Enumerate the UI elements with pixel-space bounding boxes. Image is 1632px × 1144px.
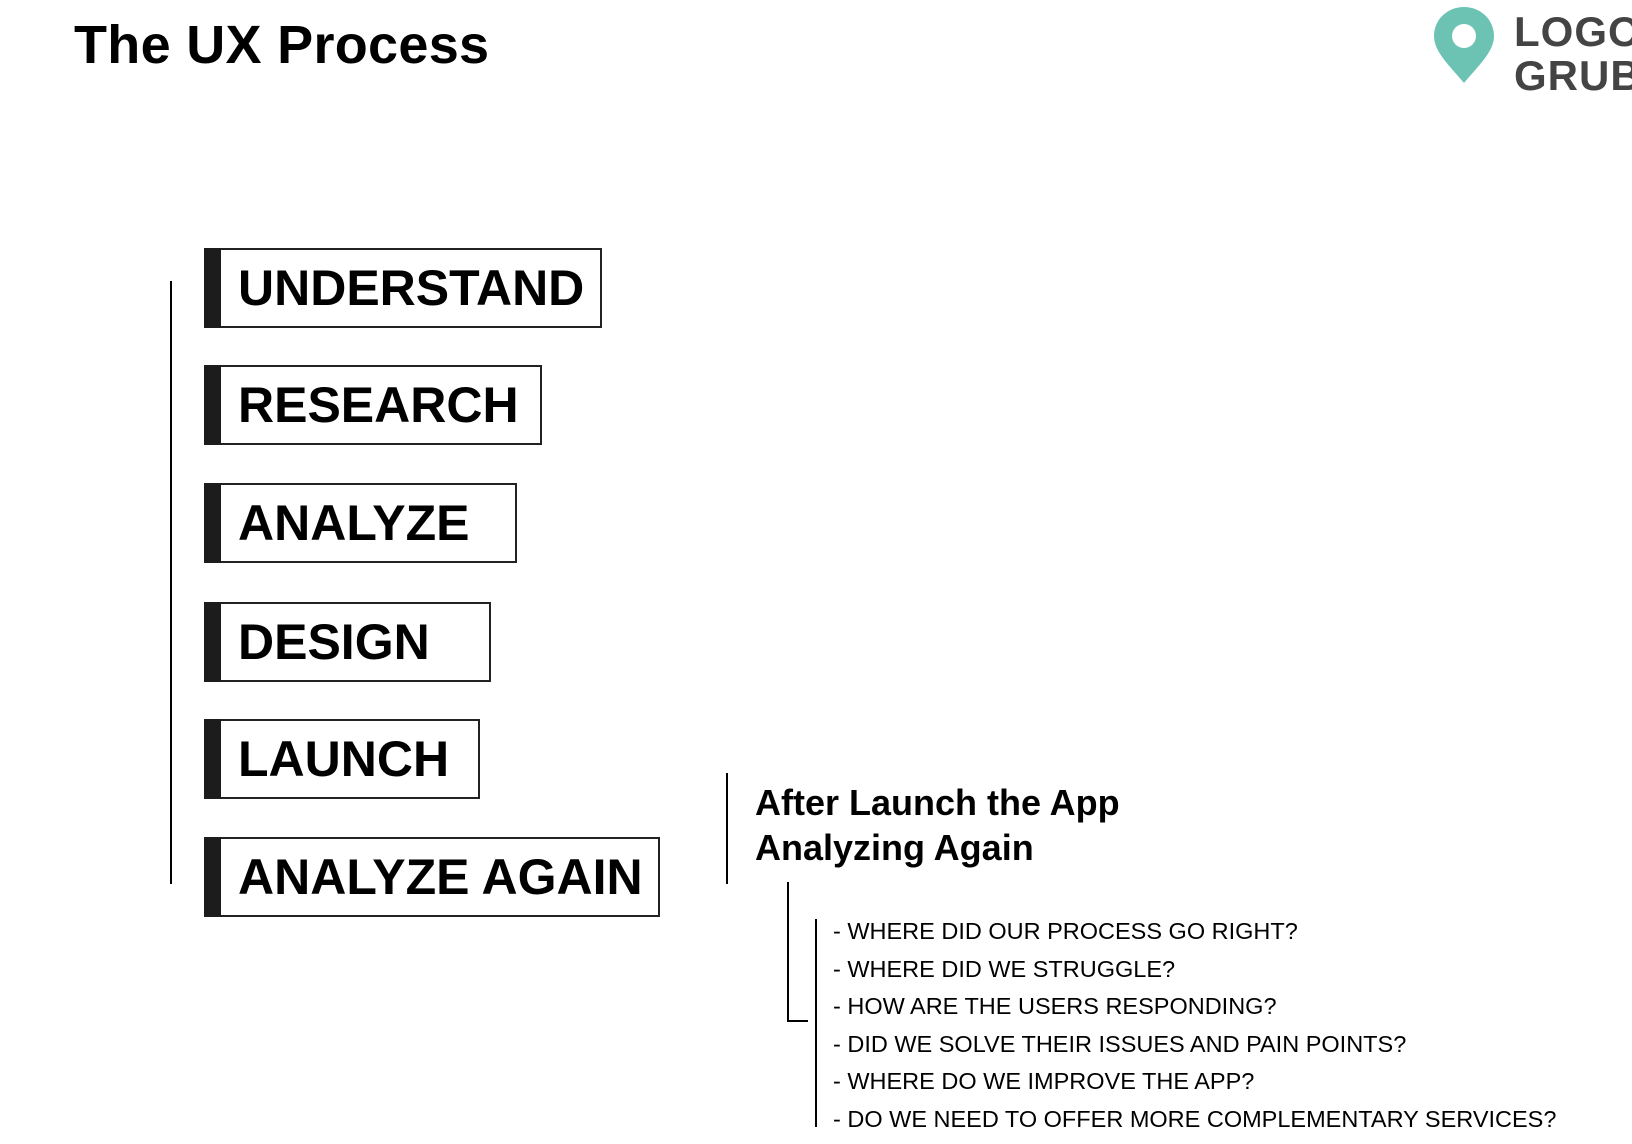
map-pin-icon	[1434, 7, 1494, 83]
question-item: - WHERE DID WE STRUGGLE?	[833, 956, 1176, 982]
step-marker	[204, 483, 221, 563]
step-design: DESIGN	[204, 602, 491, 682]
heading-line1: After Launch the App	[755, 782, 1120, 823]
bracket-vertical-line	[787, 882, 789, 1022]
logo-line2: GRUB	[1514, 52, 1632, 99]
question-item: - WHERE DID OUR PROCESS GO RIGHT?	[833, 918, 1298, 944]
logo-text: LOGO GRUB	[1514, 10, 1632, 98]
heading-line2: Analyzing Again	[755, 827, 1034, 868]
step-analyze-again: ANALYZE AGAIN	[204, 837, 660, 917]
step-marker	[204, 365, 221, 445]
logo-line1: LOGO	[1514, 8, 1632, 55]
step-label: ANALYZE AGAIN	[238, 849, 643, 905]
bracket-horizontal-line	[787, 1020, 808, 1022]
process-connector-line	[170, 281, 172, 884]
step-label: UNDERSTAND	[238, 260, 585, 316]
step-understand: UNDERSTAND	[204, 248, 602, 328]
step-analyze: ANALYZE	[204, 483, 517, 563]
step-label: DESIGN	[238, 614, 430, 670]
after-launch-heading: After Launch the App Analyzing Again	[755, 780, 1120, 870]
step-label: LAUNCH	[238, 731, 450, 787]
question-item: - WHERE DO WE IMPROVE THE APP?	[833, 1068, 1255, 1094]
questions-divider-line	[815, 919, 817, 1127]
step-marker	[204, 719, 221, 799]
step-label: RESEARCH	[238, 377, 519, 433]
step-marker	[204, 837, 221, 917]
step-launch: LAUNCH	[204, 719, 480, 799]
question-item: - HOW ARE THE USERS RESPONDING?	[833, 993, 1277, 1019]
step-label: ANALYZE	[238, 495, 470, 551]
step-marker	[204, 602, 221, 682]
page-title: The UX Process	[74, 15, 490, 75]
step-research: RESEARCH	[204, 365, 542, 445]
question-item: - DO WE NEED TO OFFER MORE COMPLEMENTARY…	[833, 1106, 1557, 1132]
question-item: - DID WE SOLVE THEIR ISSUES AND PAIN POI…	[833, 1031, 1407, 1057]
step-marker	[204, 248, 221, 328]
heading-divider-line	[726, 773, 728, 884]
